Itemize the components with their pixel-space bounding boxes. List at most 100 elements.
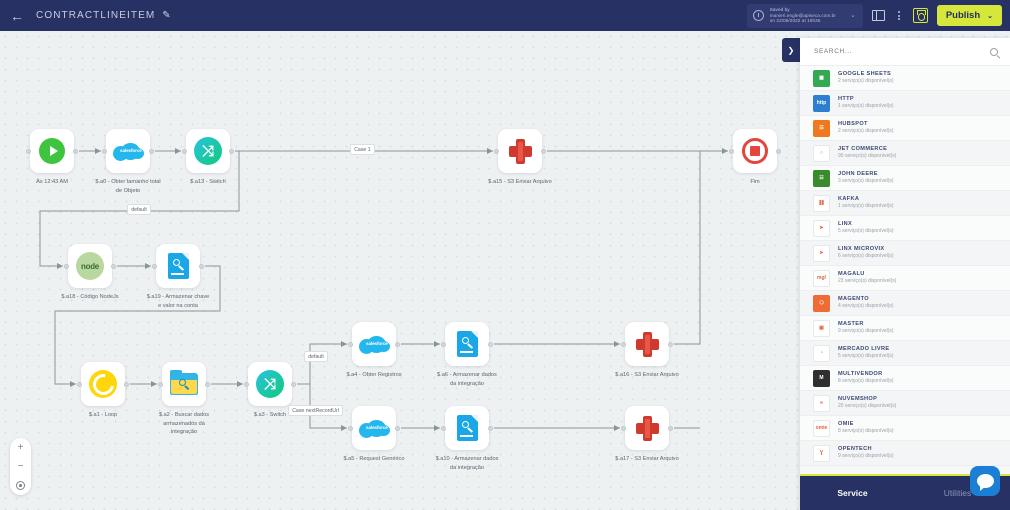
- flow-node-a4[interactable]: salesforce$.a4 - Obter Registros: [346, 322, 402, 380]
- node-input-port[interactable]: [621, 425, 626, 431]
- node-input-port[interactable]: [621, 341, 626, 347]
- node-input-port[interactable]: [158, 381, 163, 387]
- edge-label[interactable]: Case 1: [350, 144, 375, 156]
- flow-node-box[interactable]: [77, 362, 129, 406]
- node-input-port[interactable]: [77, 381, 82, 387]
- node-output-port[interactable]: [668, 425, 673, 431]
- flow-node-a15[interactable]: $.a15 - S3 Enviar Arquivo: [488, 129, 552, 187]
- node-input-port[interactable]: [102, 148, 107, 154]
- search-bar[interactable]: [800, 38, 1010, 66]
- node-output-port[interactable]: [541, 148, 546, 154]
- flow-node-box[interactable]: node: [64, 244, 116, 288]
- flow-node-a5[interactable]: salesforce$.a5 - Request Genérico: [344, 406, 404, 464]
- flow-node-a13[interactable]: ⤨$.a13 - Switch: [182, 129, 234, 187]
- node-output-port[interactable]: [395, 425, 400, 431]
- flow-node-a1[interactable]: $.a1 - Loop: [77, 362, 129, 420]
- more-vertical-icon[interactable]: [894, 10, 904, 21]
- node-output-port[interactable]: [776, 148, 781, 154]
- node-output-port[interactable]: [124, 381, 129, 387]
- flow-node-a10[interactable]: $.a10 - Armazenar dados da integração: [436, 406, 498, 472]
- node-input-port[interactable]: [441, 425, 446, 431]
- node-output-port[interactable]: [205, 381, 210, 387]
- edge-label[interactable]: default: [304, 351, 328, 363]
- search-input[interactable]: [814, 48, 990, 55]
- flow-node-box[interactable]: [729, 129, 781, 173]
- flow-node-box[interactable]: [152, 244, 204, 288]
- node-output-port[interactable]: [149, 148, 154, 154]
- flow-node-a17[interactable]: $.a17 - S3 Enviar Arquivo: [615, 406, 679, 464]
- flow-node-a3[interactable]: ⤨$.a3 - Switch: [244, 362, 296, 420]
- pencil-icon[interactable]: ✎: [162, 10, 171, 21]
- chat-bubble-icon[interactable]: [970, 466, 1000, 496]
- flow-node-box[interactable]: salesforce: [348, 322, 400, 366]
- flow-node-box[interactable]: [441, 406, 493, 450]
- zoom-out-button[interactable]: −: [17, 461, 24, 472]
- panel-toggle-button[interactable]: [871, 10, 885, 21]
- flow-node-fim[interactable]: Fim: [729, 129, 781, 187]
- zoom-reset-icon[interactable]: [16, 481, 25, 490]
- flow-node-a18[interactable]: node$.a18 - Código NodeJs: [61, 244, 119, 302]
- flow-node-a19[interactable]: $.a19 - Armazenar chave e valor na conta: [147, 244, 209, 310]
- zoom-in-button[interactable]: +: [17, 442, 24, 453]
- flow-node-box[interactable]: ⤨: [182, 129, 234, 173]
- node-input-port[interactable]: [64, 263, 69, 269]
- publish-button[interactable]: Publish ⌄: [936, 5, 1002, 26]
- search-icon[interactable]: [990, 47, 998, 56]
- node-output-port[interactable]: [199, 263, 204, 269]
- back-arrow-icon[interactable]: ←: [10, 7, 24, 24]
- panel-tab-service[interactable]: Service: [837, 488, 868, 498]
- node-output-port[interactable]: [291, 381, 296, 387]
- node-input-port[interactable]: [26, 148, 31, 154]
- flow-node-box[interactable]: [26, 129, 78, 173]
- save-disk-icon[interactable]: [912, 8, 928, 23]
- node-output-port[interactable]: [229, 148, 234, 154]
- flow-node-box[interactable]: [621, 322, 673, 366]
- flow-node-a2[interactable]: $.a2 - Buscar dados armazenados da integ…: [158, 362, 210, 437]
- flow-node-a16[interactable]: $.a16 - S3 Enviar Arquivo: [615, 322, 679, 380]
- flow-node-a6[interactable]: $.a6 - Armazenar dados da integração: [437, 322, 497, 388]
- node-output-port[interactable]: [668, 341, 673, 347]
- flow-node-box[interactable]: salesforce: [102, 129, 154, 173]
- node-output-port[interactable]: [111, 263, 116, 269]
- flow-node-box[interactable]: [621, 406, 673, 450]
- flow-node-box[interactable]: [441, 322, 493, 366]
- node-input-port[interactable]: [348, 341, 353, 347]
- panel-tab-utilities[interactable]: Utilities: [943, 488, 972, 498]
- saved-by-chip[interactable]: Saved by manieri.engle@apiseca.com.br on…: [746, 3, 863, 28]
- edge-label[interactable]: default: [127, 204, 151, 216]
- flow-node-box[interactable]: salesforce: [348, 406, 400, 450]
- edge-label[interactable]: Case nextRecordUrl: [288, 405, 344, 417]
- flow-node-start[interactable]: Às 12:43 AM: [26, 129, 78, 187]
- collapse-panel-button[interactable]: ❯: [782, 38, 800, 62]
- chevron-down-icon[interactable]: ⌄: [849, 12, 856, 19]
- node-input-port[interactable]: [152, 263, 157, 269]
- node-input-port[interactable]: [182, 148, 187, 154]
- node-input-port[interactable]: [729, 148, 734, 154]
- node-input-port[interactable]: [348, 425, 353, 431]
- node-input-port[interactable]: [441, 341, 446, 347]
- node-output-port[interactable]: [395, 341, 400, 347]
- node-output-port[interactable]: [488, 341, 493, 347]
- flow-node-a0[interactable]: salesforce$.a0 - Obter tamanho total de …: [95, 129, 161, 195]
- node-output-port[interactable]: [73, 148, 78, 154]
- node-output-port[interactable]: [488, 425, 493, 431]
- node-input-port[interactable]: [494, 148, 499, 154]
- flow-node-box[interactable]: [158, 362, 210, 406]
- flow-node-box[interactable]: [494, 129, 546, 173]
